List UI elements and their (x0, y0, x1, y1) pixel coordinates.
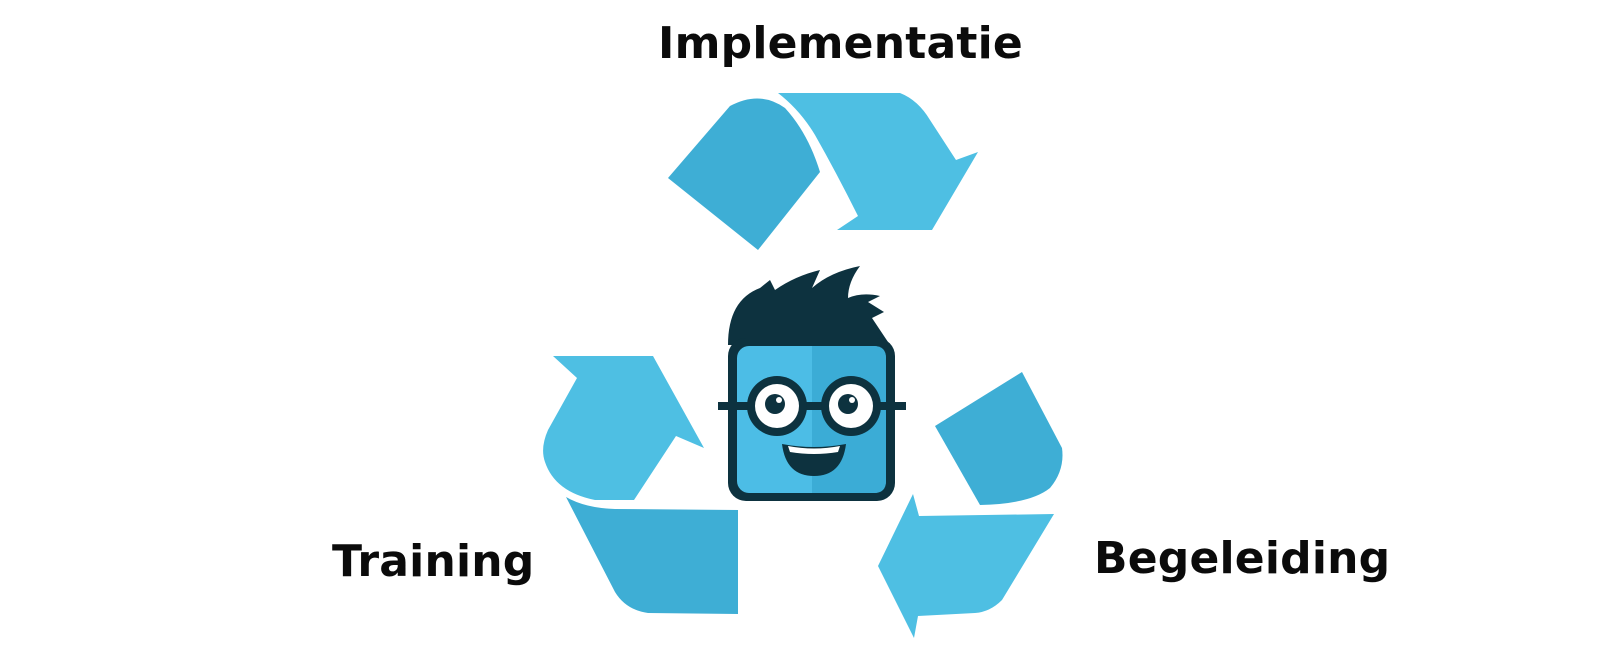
left-arrow-tail (566, 497, 738, 614)
top-arrow-head (778, 93, 978, 230)
nerd-mascot-icon (718, 266, 906, 501)
label-training: Training (332, 536, 535, 587)
right-arrow-tail (935, 372, 1063, 505)
label-begeleiding: Begeleiding (1094, 533, 1391, 584)
right-pupil (838, 394, 858, 414)
label-implementatie: Implementatie (658, 18, 1023, 69)
top-cycle-arrow-icon (668, 93, 978, 251)
right-arrow-head (878, 494, 1054, 638)
left-cycle-arrow-icon (543, 356, 738, 614)
left-arrow-head (543, 356, 704, 500)
top-arrow-tail (668, 98, 820, 251)
glasses-bar (718, 402, 906, 410)
left-pupil (765, 394, 785, 414)
mascot-hair (728, 266, 890, 345)
right-cycle-arrow-icon (878, 372, 1063, 638)
